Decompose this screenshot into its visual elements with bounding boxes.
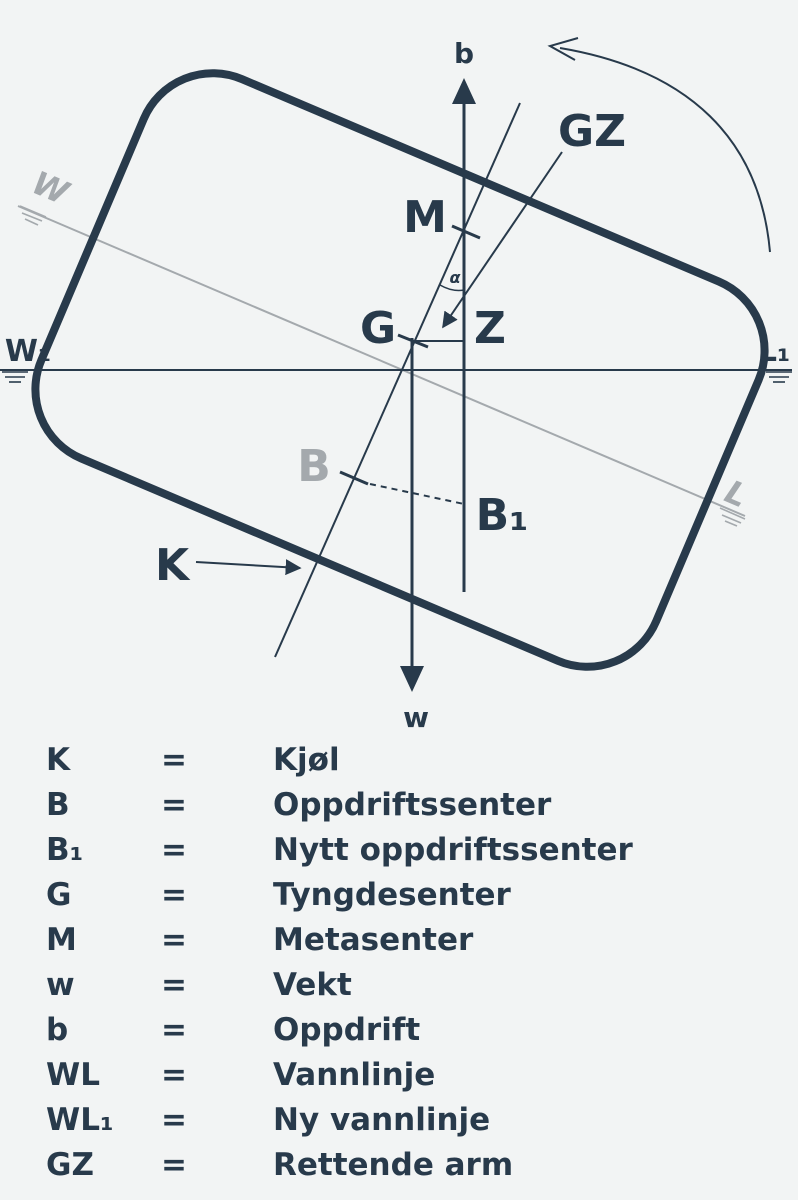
label-g: G xyxy=(360,303,396,354)
legend-equals: = xyxy=(161,1102,187,1138)
legend-symbol: M xyxy=(46,922,77,958)
legend-description: Oppdriftssenter xyxy=(273,787,552,823)
legend-symbol: w xyxy=(46,967,75,1003)
legend-description: Nytt oppdriftssenter xyxy=(273,832,633,868)
hull-outline xyxy=(31,69,769,671)
legend-row: WL₁ = Ny vannlinje xyxy=(46,1098,786,1143)
legend-symbol: b xyxy=(46,1012,69,1048)
legend-row: K = Kjøl xyxy=(46,738,786,783)
label-b1: B₁ xyxy=(476,490,529,541)
legend-symbol: K xyxy=(46,742,71,778)
legend-description: Ny vannlinje xyxy=(273,1102,491,1138)
label-z: Z xyxy=(474,303,506,354)
legend-equals: = xyxy=(161,967,187,1003)
alpha-arc xyxy=(439,284,465,292)
legend-symbol: G xyxy=(46,877,72,913)
label-w1: W₁ xyxy=(5,334,51,369)
label-b: b xyxy=(454,37,474,70)
b-to-b1-dashed xyxy=(369,483,465,505)
legend-description: Oppdrift xyxy=(273,1012,421,1048)
b-tick xyxy=(339,470,369,486)
k-pointer xyxy=(195,559,302,576)
gz-pointer xyxy=(442,151,563,329)
legend-description: Kjøl xyxy=(273,742,340,778)
label-gz: GZ xyxy=(558,106,626,157)
legend-description: Metasenter xyxy=(273,922,474,958)
rotation-arrowhead xyxy=(547,37,579,61)
label-b-original: B xyxy=(297,441,331,492)
legend-row: M = Metasenter xyxy=(46,918,786,963)
water-symbol-l1 xyxy=(766,371,792,383)
legend-row: WL = Vannlinje xyxy=(46,1053,786,1098)
label-m: M xyxy=(403,192,447,243)
rotation-arc xyxy=(559,47,771,253)
water-symbol-w1 xyxy=(2,371,28,383)
legend-equals: = xyxy=(161,1147,187,1183)
label-alpha: α xyxy=(450,268,462,287)
legend-row: B₁ = Nytt oppdriftssenter xyxy=(46,828,786,873)
legend-description: Tyngdesenter xyxy=(273,877,511,913)
legend: K = Kjøl B = Oppdriftssenter B₁ = Nytt o… xyxy=(46,738,786,1188)
legend-equals: = xyxy=(161,1012,187,1048)
waterline-wl xyxy=(17,205,746,517)
legend-description: Vannlinje xyxy=(273,1057,436,1093)
label-l-original: L xyxy=(719,472,753,515)
label-w: w xyxy=(403,701,429,730)
label-w-original: W xyxy=(27,163,76,212)
legend-description: Vekt xyxy=(273,967,352,1003)
g-tick xyxy=(397,333,429,349)
legend-equals: = xyxy=(161,1057,187,1093)
legend-row: G = Tyngdesenter xyxy=(46,873,786,918)
legend-symbol: WL₁ xyxy=(46,1102,114,1138)
legend-symbol: B xyxy=(46,787,70,823)
legend-equals: = xyxy=(161,832,187,868)
legend-symbol: B₁ xyxy=(46,832,84,868)
legend-row: B = Oppdriftssenter xyxy=(46,783,786,828)
legend-symbol: WL xyxy=(46,1057,100,1093)
legend-row: w = Vekt xyxy=(46,963,786,1008)
legend-symbol: GZ xyxy=(46,1147,94,1183)
stability-diagram: b w GZ M G Z B B₁ K W L W₁ L₁ α xyxy=(0,37,792,730)
buoyancy-arrow xyxy=(452,78,476,104)
label-k: K xyxy=(155,540,191,591)
weight-arrow xyxy=(400,666,424,692)
legend-row: b = Oppdrift xyxy=(46,1008,786,1053)
water-symbol-l xyxy=(719,507,746,527)
centerline xyxy=(274,102,521,658)
legend-equals: = xyxy=(161,787,187,823)
legend-equals: = xyxy=(161,922,187,958)
legend-description: Rettende arm xyxy=(273,1147,514,1183)
legend-row: GZ = Rettende arm xyxy=(46,1143,786,1188)
label-l1: L₁ xyxy=(758,334,790,369)
water-symbol-w xyxy=(19,205,47,226)
legend-equals: = xyxy=(161,877,187,913)
m-tick xyxy=(451,224,481,240)
legend-equals: = xyxy=(161,742,187,778)
